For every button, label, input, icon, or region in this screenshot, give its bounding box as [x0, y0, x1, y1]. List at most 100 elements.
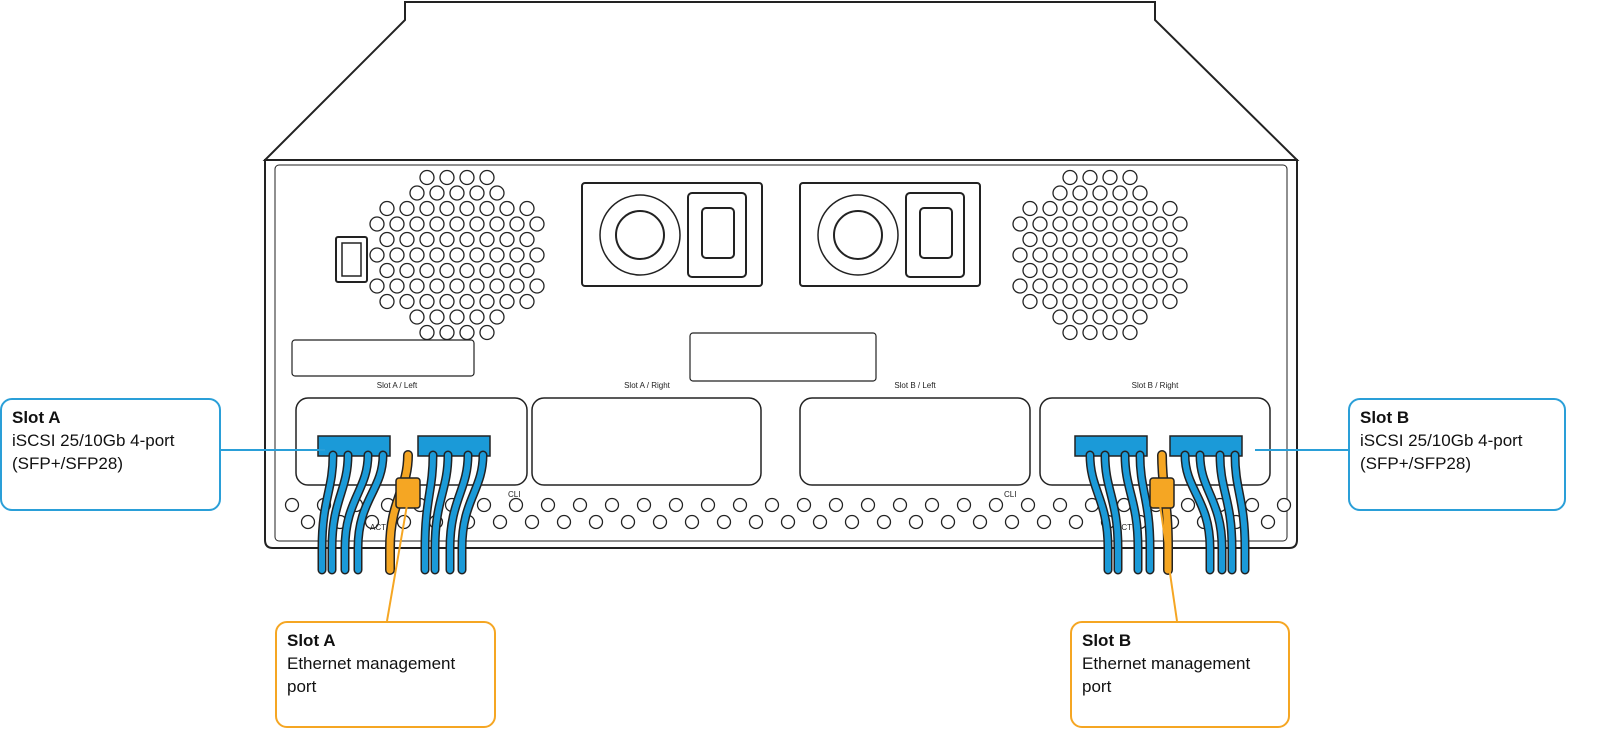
sfp-connector	[1074, 435, 1148, 457]
vent-hole	[924, 497, 940, 513]
vent-hole	[844, 514, 860, 530]
vent-hole	[1122, 169, 1138, 186]
vent-hole	[489, 309, 505, 325]
vent-hole	[1082, 262, 1098, 279]
vent-hole	[409, 247, 425, 263]
panel-inset	[274, 164, 1288, 542]
vent-hole	[1062, 293, 1078, 310]
vent-hole	[1180, 497, 1196, 513]
slot-label: Slot A / Left	[377, 381, 418, 390]
vent-hole	[369, 247, 385, 263]
vent-hole	[1072, 247, 1088, 263]
vent-hole	[379, 231, 395, 248]
vent-hole	[1244, 497, 1260, 513]
vent-hole	[1052, 497, 1068, 513]
callout-title: Slot A	[12, 408, 61, 427]
vent-hole	[1062, 262, 1078, 279]
vent-hole	[1092, 309, 1108, 325]
vent-hole	[572, 497, 588, 513]
vent-hole	[379, 200, 395, 217]
vent-hole	[409, 185, 425, 201]
vent-hole	[1260, 514, 1276, 530]
vent-hole	[529, 216, 545, 232]
vent-hole	[1102, 262, 1118, 279]
callout-slot-b-ethernet: Slot B Ethernet management port	[1070, 621, 1290, 728]
vent-hole	[429, 216, 445, 232]
vent-hole	[449, 278, 465, 294]
vent-hole	[479, 200, 495, 217]
vent-hole	[459, 231, 475, 248]
vent-hole	[429, 185, 445, 201]
vent-hole	[469, 309, 485, 325]
vent-hole	[540, 497, 556, 513]
cable	[1217, 452, 1235, 573]
vent-hole	[1122, 324, 1138, 341]
vent-hole	[1142, 293, 1158, 310]
cable	[355, 452, 386, 573]
cable	[1182, 452, 1213, 573]
vent-hole	[1102, 200, 1118, 217]
rj45-connector	[1149, 477, 1175, 509]
vent-hole	[1092, 185, 1108, 201]
callout-text: port	[1082, 677, 1112, 696]
vent-hole	[1022, 231, 1038, 248]
vent-hole	[469, 216, 485, 232]
vent-hole	[1062, 169, 1078, 186]
callout-text: iSCSI 25/10Gb 4-port	[1360, 431, 1523, 450]
vent-hole	[1142, 262, 1158, 279]
callout-text: (SFP+/SFP28)	[12, 454, 124, 473]
vent-hole	[1062, 324, 1078, 341]
cable	[447, 452, 471, 573]
vent-hole	[479, 293, 495, 310]
vent-hole	[1162, 231, 1178, 248]
vent-hole	[479, 262, 495, 279]
vent-hole	[1172, 247, 1188, 263]
sfp-connector	[1169, 435, 1243, 457]
vent-hole	[732, 497, 748, 513]
vent-hole	[369, 278, 385, 294]
vent-hole	[399, 231, 415, 248]
vent-hole	[1072, 216, 1088, 232]
vent-hole	[476, 497, 492, 513]
vent-hole	[1152, 216, 1168, 232]
vent-hole	[860, 497, 876, 513]
vent-hole	[940, 514, 956, 530]
cable	[1122, 452, 1141, 573]
callout-title: Slot B	[1082, 631, 1132, 650]
vent-hole	[1132, 278, 1148, 294]
vent-hole	[519, 200, 535, 217]
vent-hole	[1012, 216, 1028, 232]
vent-hole	[1072, 278, 1088, 294]
vent-hole	[419, 231, 435, 248]
cable	[1087, 452, 1111, 573]
vent-hole	[1112, 278, 1128, 294]
vent-hole	[439, 169, 455, 186]
vent-hole	[1122, 293, 1138, 310]
vent-hole	[1102, 324, 1118, 341]
slot-card-b-left	[799, 397, 1031, 486]
vent-hole	[499, 231, 515, 248]
vent-hole	[1042, 231, 1058, 248]
vent-hole	[556, 514, 572, 530]
vent-hole	[379, 293, 395, 310]
vent-hole	[1172, 278, 1188, 294]
power-supply-2	[799, 182, 981, 287]
vent-hole	[1092, 247, 1108, 263]
vent-hole	[489, 247, 505, 263]
vent-hole	[369, 216, 385, 232]
vent-hole	[1052, 185, 1068, 201]
cable	[319, 452, 336, 573]
vent-hole	[716, 514, 732, 530]
vent-hole	[1122, 231, 1138, 248]
vent-hole	[519, 293, 535, 310]
vent-hole	[1062, 231, 1078, 248]
vent-hole	[459, 293, 475, 310]
vent-hole	[748, 514, 764, 530]
vent-hole	[1132, 185, 1148, 201]
vent-hole	[1152, 247, 1168, 263]
vent-hole	[796, 497, 812, 513]
vent-hole	[409, 278, 425, 294]
vent-hole	[529, 278, 545, 294]
vent-hole	[1004, 514, 1020, 530]
vent-hole	[684, 514, 700, 530]
